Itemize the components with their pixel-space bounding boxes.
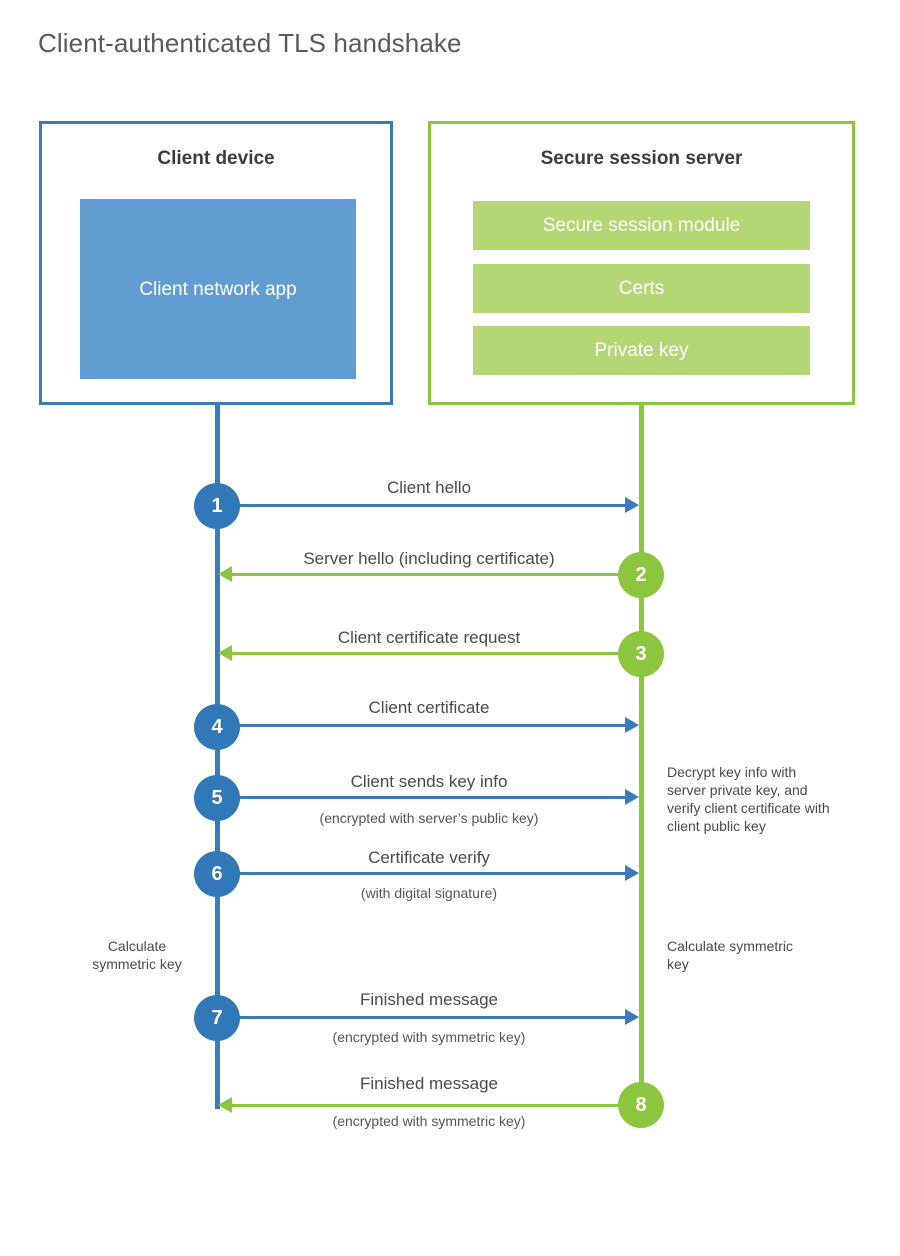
step-8-arrow-head [218, 1097, 232, 1113]
server-lifeline [639, 403, 644, 1107]
step-6-circle[interactable]: 6 [194, 851, 240, 897]
step-2-label: Server hello (including certificate) [303, 549, 555, 568]
client-device-box: Client device Client network app [39, 121, 393, 405]
step-8-circle[interactable]: 8 [618, 1082, 664, 1128]
step-5-label: Client sends key info [350, 772, 508, 791]
step-2-arrow-line [232, 573, 626, 576]
server-block-certs: Certs [473, 264, 810, 313]
step-3-circle[interactable]: 3 [618, 631, 664, 677]
step-1-circle[interactable]: 1 [194, 483, 240, 529]
step-2-circle[interactable]: 2 [618, 552, 664, 598]
step-3-arrow-head [218, 645, 232, 661]
step-4-circle[interactable]: 4 [194, 704, 240, 750]
step-4-label: Client certificate [368, 698, 490, 717]
step-6-sublabel: (with digital signature) [360, 885, 498, 901]
client-network-app-block: Client network app [80, 199, 356, 379]
step-5-circle[interactable]: 5 [194, 775, 240, 821]
step-4-arrow-head [625, 717, 639, 733]
step-5-arrow-line [218, 796, 626, 799]
secure-session-server-title: Secure session server [540, 148, 743, 169]
step-2-arrow-head [218, 566, 232, 582]
page-title: Client-authenticated TLS handshake [38, 28, 462, 58]
client-device-title: Client device [157, 148, 275, 169]
step-7-circle[interactable]: 7 [194, 995, 240, 1041]
secure-session-server-box: Secure session server Secure session mod… [428, 121, 855, 405]
step-1-arrow-head [625, 497, 639, 513]
client-lifeline [215, 403, 220, 1109]
step-7-sublabel: (encrypted with symmetric key) [332, 1029, 526, 1045]
step-5-arrow-head [625, 789, 639, 805]
step-6-label: Certificate verify [368, 848, 490, 867]
step-1-label: Client hello [386, 478, 472, 497]
decrypt-key-info-note: Decrypt key info with server private key… [667, 764, 830, 834]
server-block-secure-session-module: Secure session module [473, 201, 810, 250]
step-6-arrow-line [218, 872, 626, 875]
step-8-arrow-line [232, 1104, 626, 1107]
calculate-symmetric-key-server-note: Calculate symmetric key [667, 938, 794, 972]
step-4-arrow-line [218, 724, 626, 727]
step-3-arrow-line [232, 652, 626, 655]
calculate-symmetric-key-client-note: Calculate symmetric key [92, 938, 182, 972]
step-7-label: Finished message [360, 990, 498, 1009]
step-7-arrow-head [625, 1009, 639, 1025]
step-8-sublabel: (encrypted with symmetric key) [332, 1113, 526, 1129]
step-8-label: Finished message [360, 1074, 498, 1093]
step-7-arrow-line [218, 1016, 626, 1019]
step-6-arrow-head [625, 865, 639, 881]
step-1-arrow-line [218, 504, 626, 507]
step-3-label: Client certificate request [337, 628, 521, 647]
step-5-sublabel: (encrypted with server’s public key) [319, 810, 539, 826]
server-block-private-key: Private key [473, 326, 810, 375]
